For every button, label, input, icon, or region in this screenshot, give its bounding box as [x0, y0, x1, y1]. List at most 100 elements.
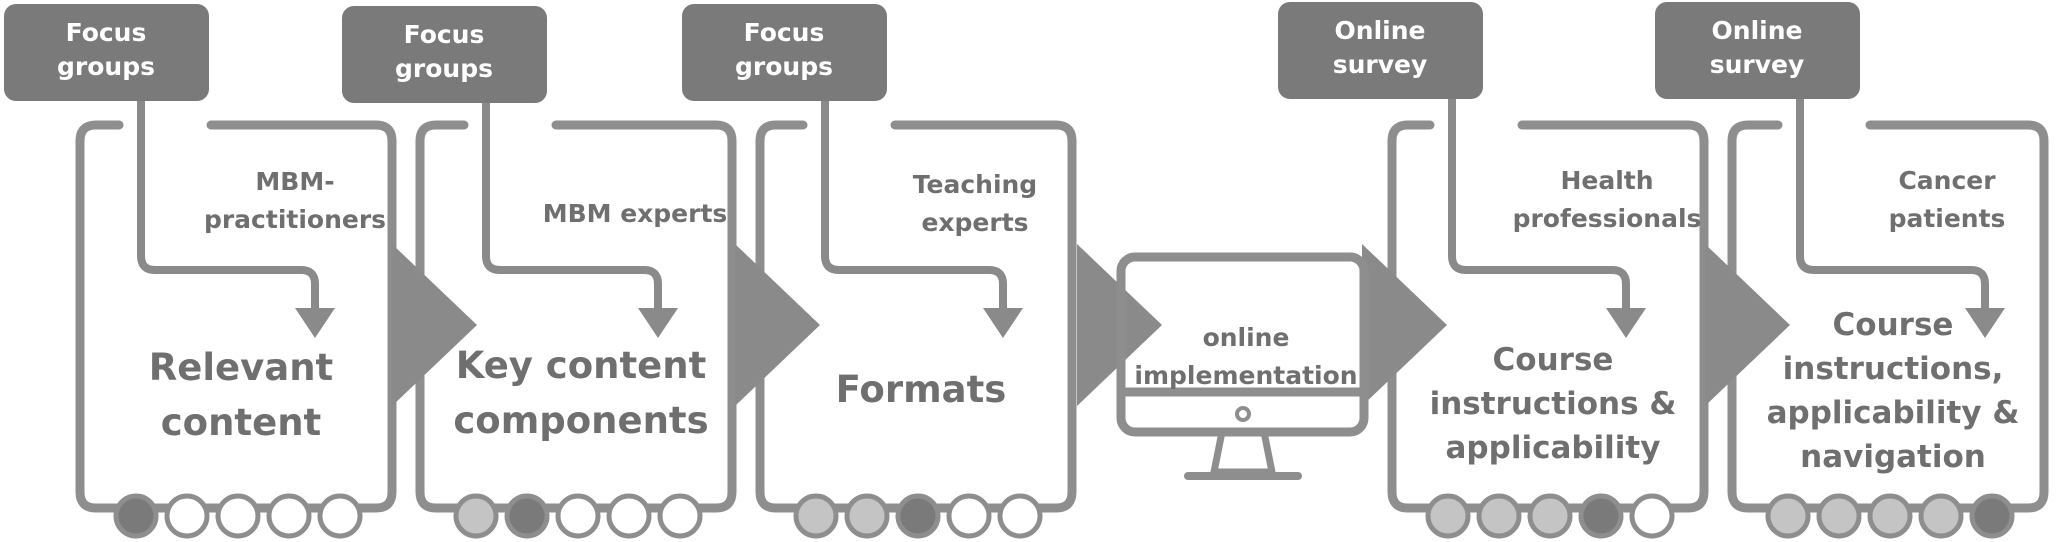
outcome-label-line: components — [453, 399, 708, 442]
progress-dot-empty — [266, 493, 312, 539]
bent-down-arrow-icon — [821, 101, 1023, 338]
triangle-right-icon — [1705, 244, 1790, 406]
method-label: Online survey — [1333, 16, 1428, 79]
method-label: Focus groups — [57, 18, 155, 81]
progress-dots — [113, 493, 363, 539]
participants-label: Health professionals — [1513, 166, 1702, 233]
participants-label-line: experts — [921, 208, 1028, 237]
progress-dot-empty — [164, 493, 210, 539]
bent-down-arrow-icon — [1796, 99, 2005, 338]
method-label-line: groups — [57, 52, 155, 81]
outcome-label-line: Formats — [836, 368, 1007, 411]
bent-arrow-line — [821, 101, 1007, 310]
monitor-stand — [1209, 428, 1277, 476]
triangle-right-icon — [1362, 244, 1447, 406]
progress-dot-empty — [1629, 493, 1675, 539]
outcome-label-line: Course — [1833, 307, 1954, 343]
method-label-line: Focus — [404, 20, 485, 49]
progress-dot-empty — [946, 493, 992, 539]
method-box-bg — [1655, 2, 1860, 99]
progress-dot-dark — [1578, 493, 1624, 539]
outcome-label-line: applicability & — [1767, 395, 2020, 431]
outcome-label: Formats — [836, 368, 1007, 411]
progress-dot-empty — [555, 493, 601, 539]
bent-arrow-head — [638, 308, 678, 338]
bent-arrow-line — [482, 103, 662, 310]
bent-arrow-line — [137, 101, 319, 310]
participants-label-line: MBM experts — [543, 199, 728, 228]
bent-arrow-line — [1448, 99, 1630, 310]
progress-dot-dark — [113, 493, 159, 539]
method-label-line: Focus — [744, 18, 825, 47]
method-box: Focus groups — [4, 4, 209, 101]
method-label-line: Online — [1335, 16, 1426, 45]
participants-label-line: patients — [1889, 204, 2006, 233]
progress-dot-light — [1527, 493, 1573, 539]
bent-down-arrow-icon — [137, 101, 335, 338]
progress-dot-empty — [215, 493, 261, 539]
method-box: Focus groups — [682, 4, 887, 101]
method-label-line: groups — [735, 52, 833, 81]
participants-label-line: Cancer — [1898, 166, 1996, 195]
progress-dot-light — [1476, 493, 1522, 539]
progress-dots — [1425, 493, 1675, 539]
progress-dot-empty — [606, 493, 652, 539]
bent-arrow-head — [1606, 308, 1646, 338]
outcome-label: Relevant content — [149, 346, 333, 444]
method-label-line: survey — [1333, 50, 1428, 79]
progress-dot-dark — [1969, 493, 2015, 539]
method-label: Focus groups — [735, 18, 833, 81]
progress-dots — [1765, 493, 2015, 539]
progress-dot-light — [1765, 493, 1811, 539]
method-label-line: Online — [1712, 16, 1803, 45]
progress-dot-light — [844, 493, 890, 539]
outcome-label-line: applicability — [1446, 430, 1661, 466]
monitor-power-dot — [1235, 406, 1251, 422]
participants-label-line: Teaching — [913, 170, 1037, 199]
participants-label-line: professionals — [1513, 204, 1702, 233]
bent-arrow-head — [983, 308, 1023, 338]
participants-label-line: practitioners — [204, 205, 386, 234]
bent-arrow-head — [1965, 308, 2005, 338]
participants-label: MBM-practitioners — [204, 167, 386, 234]
bent-arrow-head — [295, 308, 335, 338]
method-box-bg — [682, 4, 887, 101]
progress-dot-empty — [657, 493, 703, 539]
progress-dot-light — [1867, 493, 1913, 539]
method-label: Focus groups — [395, 20, 493, 83]
outcome-label-line: Relevant — [149, 346, 333, 389]
participants-label-line: Health — [1560, 166, 1653, 195]
participants-label: Cancer patients — [1889, 166, 2006, 233]
progress-dot-light — [1425, 493, 1471, 539]
method-box: Focus groups — [342, 6, 547, 103]
progress-dot-empty — [997, 493, 1043, 539]
bent-down-arrow-icon — [482, 103, 678, 338]
participants-label-line: MBM- — [255, 167, 334, 196]
method-label-line: Focus — [66, 18, 147, 47]
outcome-label-line: navigation — [1800, 439, 1986, 475]
method-box-bg — [1278, 2, 1483, 99]
outcome-label: Course instructions, applicability & naviga… — [1767, 307, 2020, 475]
progress-dot-light — [1816, 493, 1862, 539]
progress-dot-dark — [895, 493, 941, 539]
method-box-bg — [342, 6, 547, 103]
method-label-line: groups — [395, 54, 493, 83]
triangle-right-icon — [392, 244, 477, 406]
implementation-label-line: implementation — [1134, 361, 1357, 390]
bent-down-arrow-icon — [1448, 99, 1646, 338]
outcome-label-line: content — [161, 401, 322, 444]
outcome-label-line: instructions, — [1783, 351, 2004, 387]
participants-label: MBM experts — [543, 199, 728, 228]
outcome-label-line: Course — [1493, 342, 1614, 378]
